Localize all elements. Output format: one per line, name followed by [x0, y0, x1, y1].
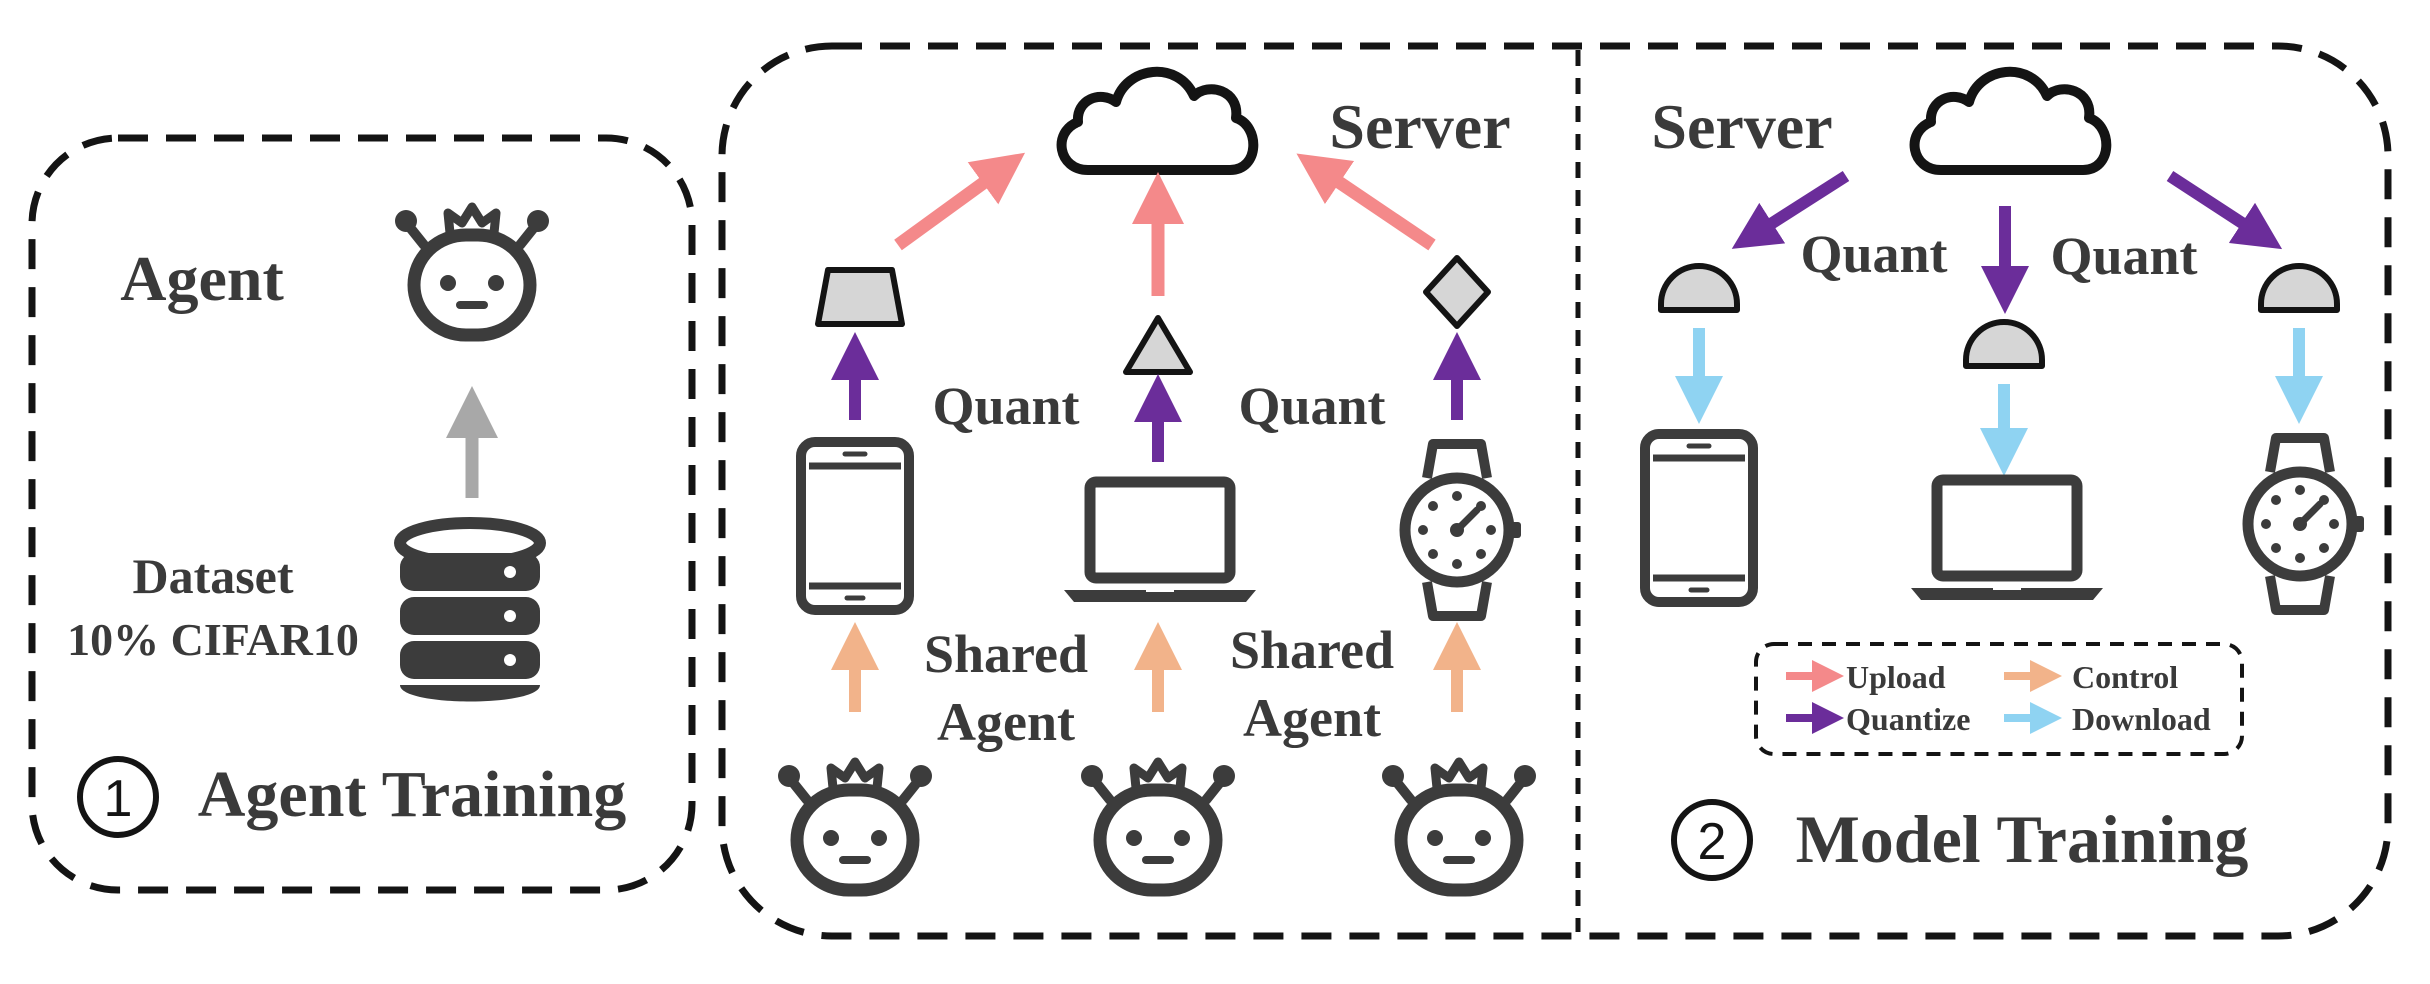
server-cloud-icon: [1062, 72, 1254, 170]
shared-agent-right-line1: Shared: [1230, 620, 1394, 680]
laptop-icon: [1911, 480, 2103, 600]
dataset-sublabel: 10% CIFAR10: [67, 614, 359, 665]
smartphone-icon: [1645, 434, 1753, 602]
step-2-badge: [1671, 799, 1753, 881]
shared-agent-right-line2: Agent: [1243, 688, 1381, 748]
robot-face-icon: [778, 762, 932, 890]
agent-training-panel: [28, 134, 696, 894]
robot-face-icon: [395, 207, 549, 335]
quant-label-upload-right: Quant: [1238, 376, 1385, 436]
half-circle-icon: [1661, 266, 1737, 310]
diamond-icon: [1423, 255, 1491, 329]
quant-label-model-right: Quant: [2050, 226, 2197, 286]
shared-agent-left-line2: Agent: [937, 692, 1075, 752]
database-icon: [400, 523, 540, 702]
quant-label-model-left: Quant: [1800, 224, 1947, 284]
upload-arrow-right: [1296, 153, 1436, 251]
smartwatch-icon: [2248, 438, 2364, 610]
quantize-arrow-right: [2166, 170, 2283, 250]
shared-agent-left-line1: Shared: [924, 624, 1088, 684]
legend-quantize-label: Quantize: [1846, 701, 1970, 737]
agent-training-title: Agent Training: [198, 758, 626, 831]
legend-control-label: Control: [2072, 659, 2178, 695]
model-training-title: Model Training: [1796, 801, 2249, 877]
quantize-arrow-left: [1731, 170, 1850, 249]
server-cloud-icon: [1915, 72, 2107, 170]
step-2-number: 2: [1698, 813, 1727, 871]
legend-upload-label: Upload: [1846, 659, 1946, 695]
step-1-badge: [77, 756, 159, 838]
quant-label-upload-left: Quant: [932, 376, 1079, 436]
triangle-icon: [1123, 315, 1193, 375]
half-circle-icon: [1966, 322, 2042, 366]
robot-face-icon: [1081, 762, 1235, 890]
robot-face-icon: [1382, 762, 1536, 890]
legend-download-label: Download: [2072, 701, 2211, 737]
agent-label: Agent: [120, 243, 284, 314]
laptop-icon: [1064, 482, 1256, 602]
legend: Upload Control Quantize Download: [1754, 642, 2244, 756]
smartphone-icon: [801, 442, 909, 610]
smartwatch-icon: [1405, 444, 1521, 616]
step-1-number: 1: [104, 770, 133, 828]
upload-arrow-left: [894, 152, 1026, 251]
half-circle-icon: [2261, 266, 2337, 310]
trapezoid-icon: [815, 267, 905, 327]
server-label-upload: Server: [1329, 91, 1510, 162]
server-label-model: Server: [1651, 91, 1832, 162]
federated-panel: [718, 42, 2392, 940]
dataset-label: Dataset: [132, 548, 293, 604]
